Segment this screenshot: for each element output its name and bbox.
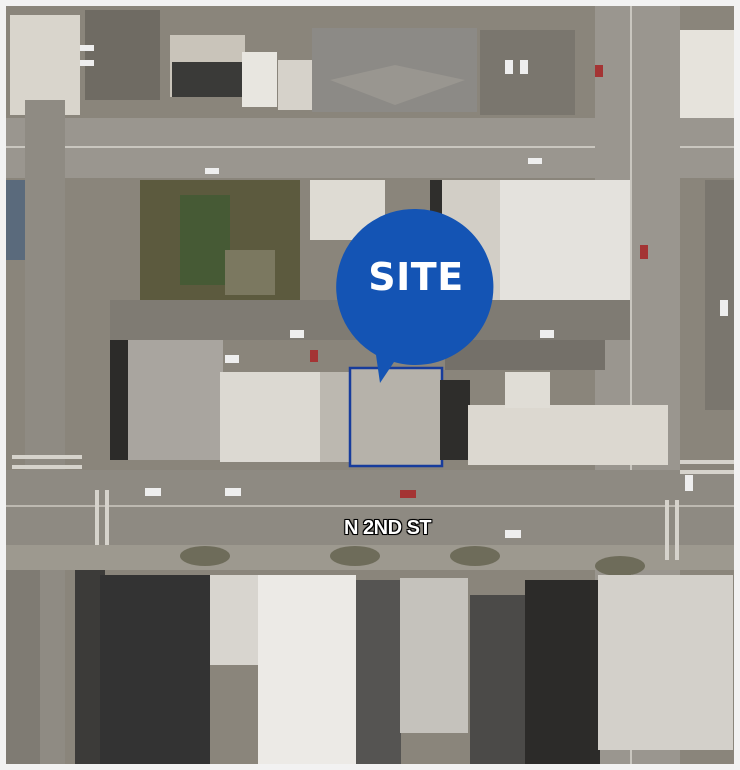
site-marker[interactable]: SITE — [336, 207, 496, 383]
building-bottom-5 — [400, 578, 468, 733]
lot-bottom — [470, 595, 525, 770]
frame-left — [0, 0, 6, 770]
road-main — [0, 470, 740, 545]
road-upper-line — [0, 146, 740, 148]
block-shadow-left — [110, 340, 130, 460]
map-pin-icon — [336, 208, 494, 383]
roof-gable — [330, 65, 465, 105]
planter-3 — [450, 546, 500, 566]
building-bottom-shadow-2 — [525, 580, 600, 770]
road-right-line — [630, 0, 632, 770]
building-bottom-1 — [100, 575, 210, 770]
building-bottom-2 — [210, 575, 265, 665]
frame-top — [0, 0, 740, 6]
building-lower-1 — [128, 340, 223, 460]
road-main-line — [0, 505, 740, 507]
site-label: SITE — [368, 255, 464, 299]
building-lower-5 — [505, 372, 550, 408]
planter-2 — [330, 546, 380, 566]
left-lot-bottom — [0, 570, 40, 770]
planter-4 — [595, 556, 645, 576]
frame-right — [734, 0, 740, 770]
building-top-left — [10, 15, 80, 115]
building-lower-4 — [468, 405, 668, 465]
crosswalks — [12, 455, 735, 560]
building-top-3 — [278, 60, 313, 110]
building-bottom-6 — [598, 575, 733, 750]
building-mid-3 — [500, 180, 630, 300]
site-building — [350, 368, 442, 466]
building-top-2 — [242, 52, 277, 107]
building-top-shadow — [172, 62, 242, 97]
building-top-right — [672, 30, 740, 125]
building-bottom-4 — [356, 580, 401, 770]
frame-bottom — [0, 764, 740, 770]
building-bottom-3 — [258, 575, 356, 770]
parking-lower — [445, 340, 605, 370]
street-label: N 2ND ST — [344, 517, 432, 539]
parking-top-left — [85, 10, 160, 100]
red-cars — [310, 65, 648, 498]
pin-shape — [336, 208, 494, 383]
building-lower-3 — [320, 372, 350, 462]
trees — [180, 195, 230, 285]
yard — [225, 250, 275, 295]
cars — [80, 45, 728, 538]
planter-1 — [180, 546, 230, 566]
building-lower-2 — [220, 372, 320, 462]
block-shadow-right — [440, 380, 470, 460]
